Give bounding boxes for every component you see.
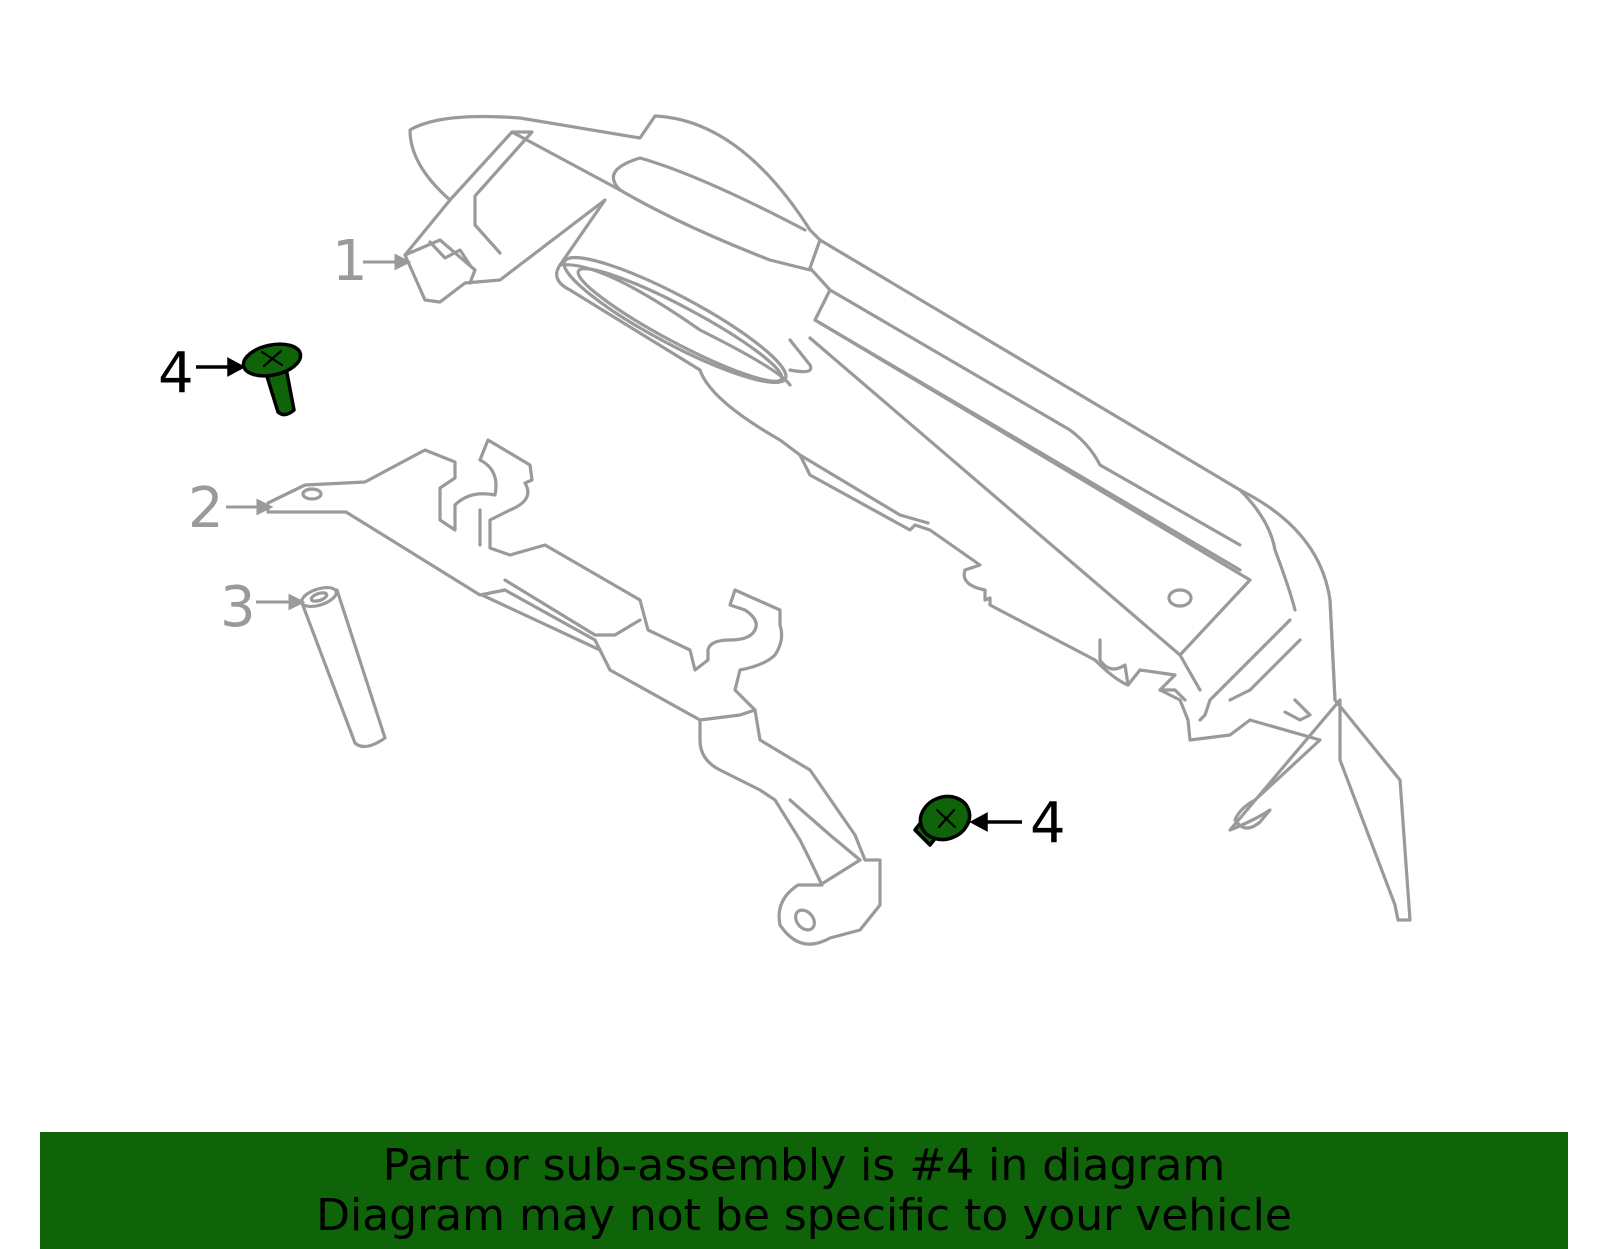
callout-4-right: 4 [969, 791, 1066, 856]
callout-3-label: 3 [220, 575, 256, 640]
callout-4-left: 4 [158, 341, 246, 406]
part-1-housing [403, 114, 1412, 922]
callout-1-arrow-icon [394, 253, 412, 271]
callout-4-left-label: 4 [158, 341, 194, 406]
callout-3: 3 [220, 575, 306, 640]
callout-4-right-label: 4 [1030, 791, 1066, 856]
callout-2-arrow-icon [256, 498, 274, 516]
notice-banner: Part or sub-assembly is #4 in diagram Di… [40, 1132, 1568, 1249]
notice-line-2: Diagram may not be specific to your vehi… [316, 1189, 1292, 1241]
callout-2: 2 [188, 476, 274, 541]
callout-4-right-arrow-icon [969, 812, 988, 832]
callout-4-left-arrow-icon [227, 357, 246, 377]
callout-2-label: 2 [188, 476, 224, 541]
part-4-screw-right [913, 794, 972, 847]
part-2-bracket [266, 438, 882, 946]
part-4-screw-left [241, 342, 303, 417]
callout-1-label: 1 [332, 229, 368, 294]
callout-1: 1 [332, 229, 412, 294]
callout-3-arrow-icon [288, 593, 306, 611]
part-3-spacer [300, 585, 387, 749]
notice-line-1: Part or sub-assembly is #4 in diagram [382, 1139, 1226, 1191]
